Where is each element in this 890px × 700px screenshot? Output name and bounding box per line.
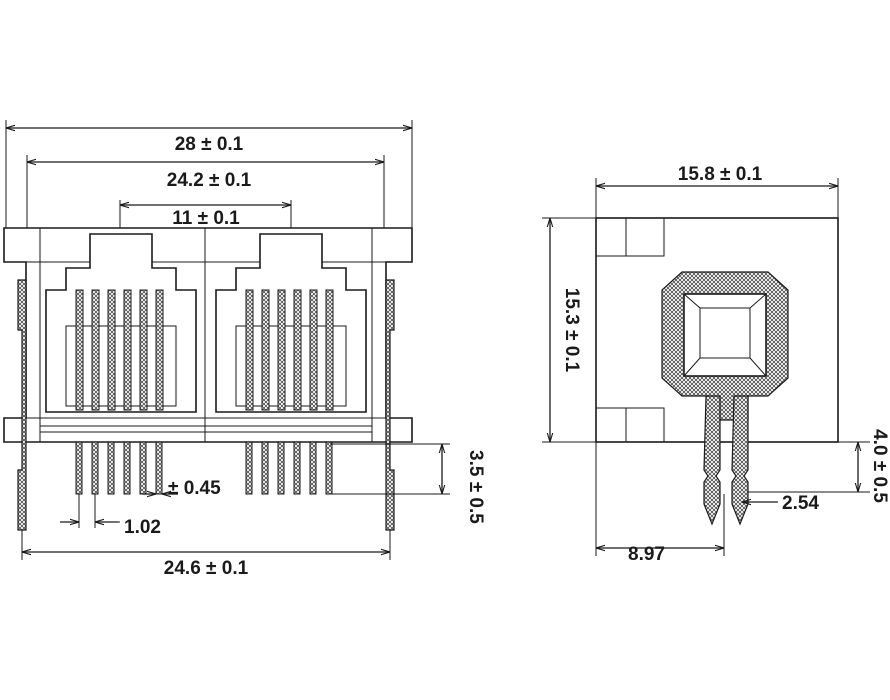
pin-pitch-label: 1.02 <box>124 517 161 538</box>
peg-span-label: 24.6 ± 0.1 <box>164 558 249 579</box>
side-leg-left <box>703 395 721 526</box>
height-label: 15.3 ± 0.1 <box>561 288 582 373</box>
port-left <box>45 233 197 413</box>
pin-spacing-label: 2.54 <box>782 493 819 514</box>
pin-height-label: 3.5 ± 0.5 <box>465 450 486 524</box>
pin-width-label: ± 0.45 <box>168 478 221 499</box>
front-view: 28 ± 0.1 24.2 ± 0.1 11 ± 0.1 24.6 ± 0.1 … <box>3 120 486 579</box>
left-shield-tab <box>17 279 27 531</box>
depth-label: 15.8 ± 0.1 <box>678 164 763 185</box>
solder-pins <box>75 441 333 495</box>
overall-width-label: 28 ± 0.1 <box>175 134 244 155</box>
side-view: 15.8 ± 0.1 15.3 ± 0.1 4.0 ± 0.5 8.97 2.5… <box>542 164 890 565</box>
leg-length-label: 4.0 ± 0.5 <box>869 429 890 503</box>
port-right <box>215 233 367 413</box>
side-leg-right <box>731 395 749 526</box>
port-pitch-label: 11 ± 0.1 <box>172 208 240 229</box>
right-shield-tab <box>385 279 395 531</box>
inner-width-label: 24.2 ± 0.1 <box>167 170 252 191</box>
pin-offset-label: 8.97 <box>628 544 665 565</box>
jack-opening <box>683 293 767 377</box>
